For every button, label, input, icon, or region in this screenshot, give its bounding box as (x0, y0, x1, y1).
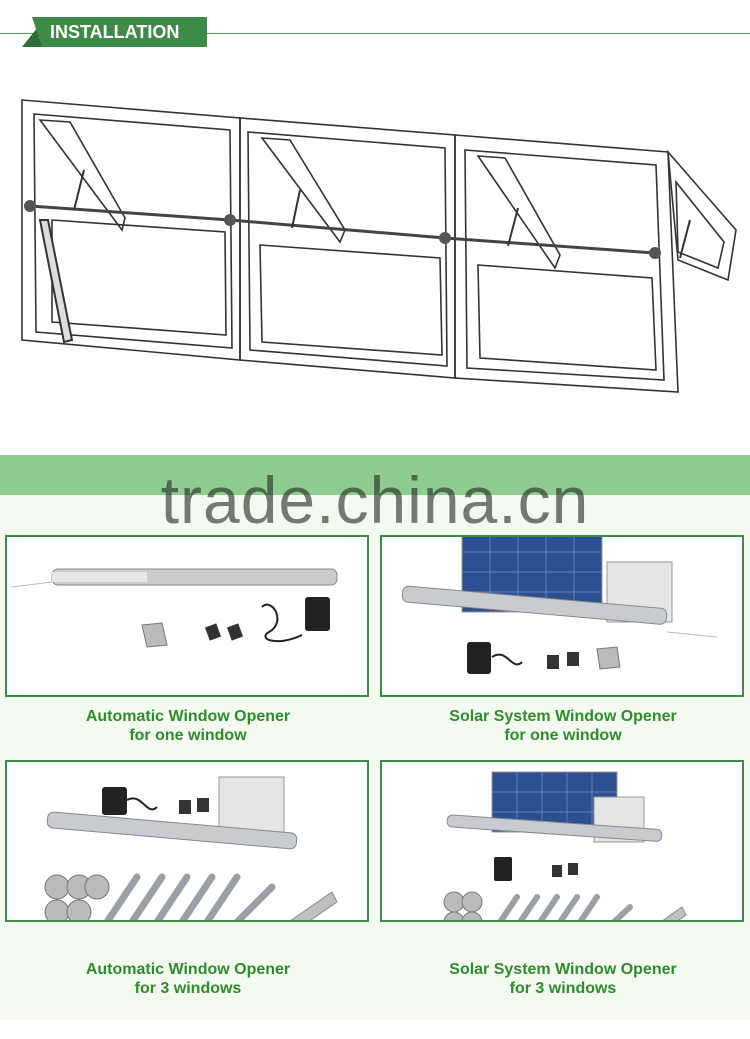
product-card-automatic-three[interactable] (5, 760, 369, 922)
caption-solar-three: Solar System Window Opener for 3 windows (378, 960, 748, 998)
product-image (11, 568, 338, 648)
caption-line1: Solar System Window Opener (449, 961, 677, 978)
caption-automatic-three: Automatic Window Opener for 3 windows (3, 960, 373, 998)
green-band (0, 455, 750, 495)
caption-line2: for 3 windows (134, 980, 242, 997)
installation-diagram (21, 99, 737, 393)
product-image (401, 537, 718, 674)
product-image (44, 776, 338, 920)
caption-line1: Automatic Window Opener (85, 961, 291, 978)
caption-automatic-one: Automatic Window Opener for one window (3, 707, 373, 745)
caption-line2: for 3 windows (509, 980, 617, 997)
section-title: INSTALLATION (32, 17, 207, 47)
product-card-automatic-one[interactable] (5, 535, 369, 697)
header-rule (0, 33, 750, 34)
caption-line1: Solar System Window Opener (449, 708, 677, 725)
window-frame-2 (239, 117, 456, 379)
caption-solar-one: Solar System Window Opener for one windo… (378, 707, 748, 745)
caption-line2: for one window (504, 727, 622, 744)
product-image (443, 771, 687, 920)
caption-line2: for one window (129, 727, 247, 744)
caption-line1: Automatic Window Opener (85, 708, 291, 725)
window-frame-3 (454, 134, 679, 393)
product-card-solar-one[interactable] (380, 535, 744, 697)
watermark: trade.china.cn (160, 463, 590, 537)
product-card-solar-three[interactable] (380, 760, 744, 922)
